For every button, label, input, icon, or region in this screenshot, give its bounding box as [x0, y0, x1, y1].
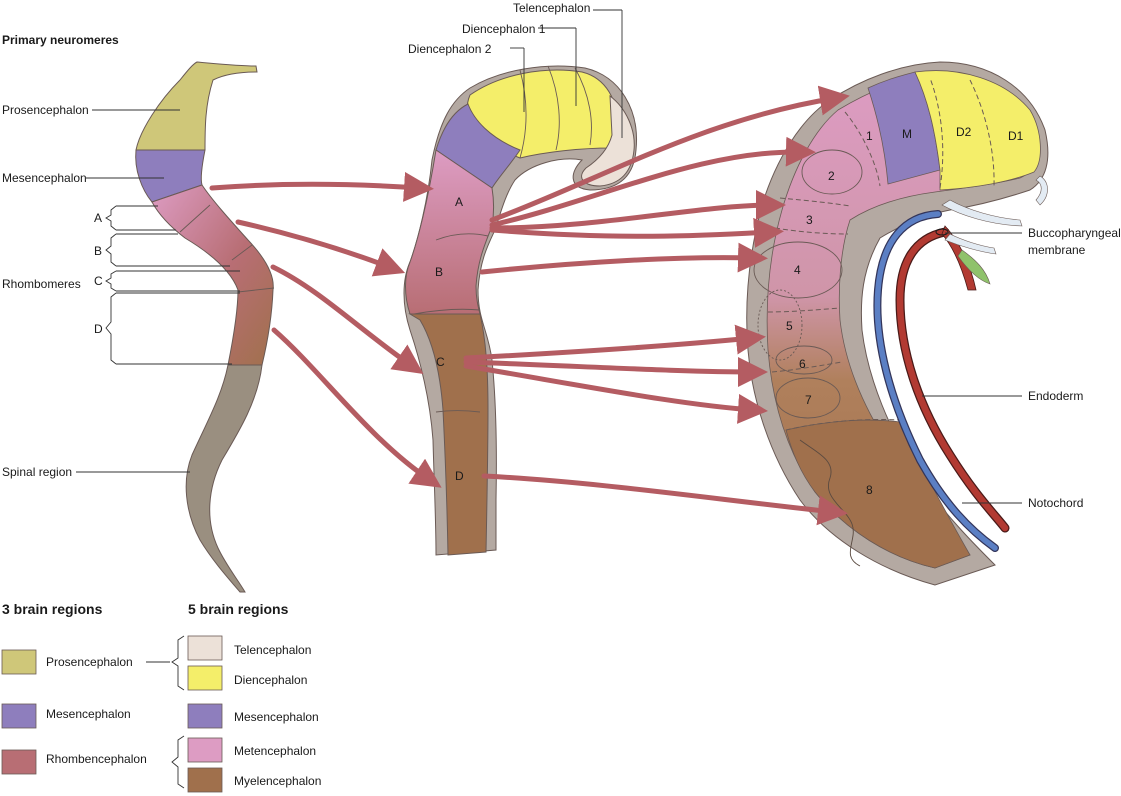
right-segment-1: 1: [866, 129, 873, 143]
arrow-a-to-1: [489, 136, 816, 228]
arrow-b-to-c: [270, 264, 424, 374]
right-segment-2: 2: [828, 169, 835, 183]
arrow-mes-to-a: [209, 171, 434, 202]
right-segment-5: 5: [786, 319, 793, 333]
right-segment-7: 7: [805, 393, 812, 407]
right-segment-4: 4: [794, 263, 801, 277]
right-region-d1: D1: [1008, 129, 1024, 143]
arrow-d-to-8: [481, 473, 848, 526]
legend-label-prosencephalon: Prosencephalon: [46, 655, 133, 669]
arrow-a-to-mes-right: [489, 85, 850, 223]
right-region-d2: D2: [956, 125, 972, 139]
middle-label-diencephalon-1: Diencephalon 1: [462, 22, 546, 36]
legend: 3 brain regions 5 brain regions Prosence…: [1, 601, 321, 793]
arrow-c-to-5: [463, 324, 766, 361]
right-diencephalon: [914, 70, 1041, 191]
legend-title-three-regions: 3 brain regions: [2, 601, 103, 617]
left-panel: Primary neuromeres Prosencephalon Mesenc…: [2, 33, 275, 593]
arrow-a-to-3: [489, 217, 784, 248]
legend-swatch-myelencephalon: [187, 767, 223, 793]
middle-segment-d: D: [455, 469, 464, 483]
legend-swatch-mesencephalon-5: [187, 703, 223, 729]
left-rhombomere-letter-d: D: [94, 322, 103, 336]
right-label-endoderm: Endoderm: [1028, 389, 1083, 403]
middle-segment-c: C: [436, 355, 445, 369]
legend-swatch-metencephalon: [187, 737, 223, 763]
legend-label-mesencephalon-5: Mesencephalon: [234, 710, 319, 724]
legend-label-metencephalon: Metencephalon: [234, 744, 316, 758]
left-label-rhombomeres: Rhombomeres: [2, 277, 81, 291]
middle-mesencephalon: [435, 103, 521, 189]
arrow-c-to-6: [463, 356, 768, 387]
legend-title-five-regions: 5 brain regions: [188, 601, 289, 617]
left-prosencephalon-region: [135, 61, 258, 151]
left-rhombomere-letter-a: A: [94, 211, 102, 225]
arrow-a-to-b: [235, 219, 406, 277]
arrow-b-to-4: [479, 242, 768, 275]
left-panel-title: Primary neuromeres: [2, 33, 119, 47]
middle-segment-b: B: [435, 265, 443, 279]
mapping-arrows: [209, 85, 850, 526]
right-segment-6: 6: [799, 357, 806, 371]
legend-swatch-prosencephalon: [1, 649, 37, 675]
legend-swatch-telencephalon: [187, 635, 223, 661]
left-rhombomere-letter-b: B: [94, 244, 102, 258]
legend-label-diencephalon: Diencephalon: [234, 673, 307, 687]
legend-label-telencephalon: Telencephalon: [234, 643, 311, 657]
right-label-membrane: membrane: [1028, 243, 1086, 257]
middle-label-telencephalon: Telencephalon: [513, 1, 590, 15]
legend-swatch-mesencephalon: [1, 703, 37, 729]
middle-segment-a: A: [455, 195, 463, 209]
left-label-prosencephalon: Prosencephalon: [2, 103, 89, 117]
right-myelencephalon: [785, 419, 971, 569]
left-label-spinal-region: Spinal region: [2, 465, 72, 479]
right-panel: 1 2 3 4 5 6 7 8 M D2 D1 Buccopharyngeal …: [746, 61, 1121, 586]
right-label-notochord: Notochord: [1028, 496, 1083, 510]
legend-swatch-diencephalon: [187, 665, 223, 691]
right-segment-8: 8: [866, 483, 873, 497]
left-rhombomere-letter-c: C: [94, 274, 103, 288]
right-segment-3: 3: [806, 213, 813, 227]
left-label-mesencephalon: Mesencephalon: [2, 171, 87, 185]
legend-label-rhombencephalon: Rhombencephalon: [46, 752, 147, 766]
middle-panel: A B C D Diencephalon 1 Diencephalon 2 Te…: [403, 1, 638, 556]
right-label-buccopharyngeal: Buccopharyngeal: [1028, 226, 1121, 240]
right-region-m: M: [902, 127, 912, 141]
legend-label-myelencephalon: Myelencephalon: [234, 774, 321, 788]
left-rhombencephalon-region: [151, 184, 274, 366]
middle-myelencephalon: [408, 313, 489, 556]
arrow-c-to-7: [463, 363, 768, 424]
legend-swatch-rhombencephalon: [1, 749, 37, 775]
middle-label-diencephalon-2: Diencephalon 2: [408, 42, 492, 56]
legend-label-mesencephalon: Mesencephalon: [46, 707, 131, 721]
arrow-c-to-d: [271, 327, 442, 488]
left-spinal-region: [185, 364, 263, 593]
arrow-a-to-2: [489, 190, 786, 231]
